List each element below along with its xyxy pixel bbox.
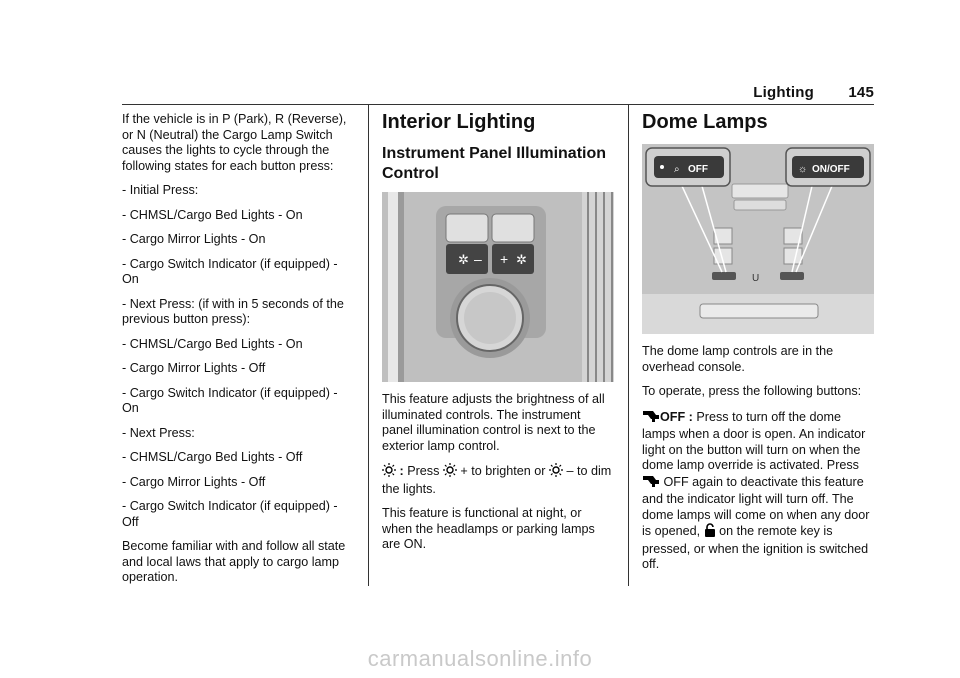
paragraph-brightness: : Press + to brighten or – to dim the li…: [382, 463, 614, 497]
right-button-label: ON/OFF: [812, 164, 850, 175]
paragraph-cargo-5: - Next Press: (if with in 5 seconds of t…: [122, 296, 344, 327]
column-1: If the vehicle is in P (Park), R (Revers…: [122, 112, 356, 595]
svg-text:⌕: ⌕: [674, 164, 680, 175]
paragraph-cargo-9: - Next Press:: [122, 425, 195, 440]
paragraph-functional: This feature is functional at night, or …: [382, 506, 595, 551]
page-header: Lighting 145: [753, 84, 874, 101]
paragraph-dome-off: OFF : Press to turn off the dome lamps w…: [642, 409, 874, 573]
left-button-label: OFF: [688, 164, 708, 175]
column-divider-1: [368, 104, 369, 586]
subheading-instrument-panel: Instrument Panel Illumination Control: [382, 145, 607, 182]
paragraph-cargo-3: - Cargo Mirror Lights - On: [122, 232, 266, 246]
unlock-icon: [704, 523, 716, 542]
off-label: OFF :: [660, 409, 697, 424]
paragraph-cargo-6: - CHMSL/Cargo Bed Lights - On: [122, 336, 303, 351]
text-dim: – to dim the lights.: [382, 464, 612, 496]
paragraph-feature: This feature adjusts the brightness of a…: [382, 392, 605, 453]
column-3: Dome Lamps U ⌕ OFF ☼ ON/OFF The dome lam…: [642, 110, 874, 582]
minus-label: –: [474, 251, 482, 267]
svg-text:✲: ✲: [458, 252, 469, 267]
text-brighten: + to brighten or: [456, 464, 549, 478]
dimmer-icon: [442, 463, 457, 482]
svg-text:✲: ✲: [516, 252, 527, 267]
instrument-panel-control-figure: ✲ – + ✲: [382, 192, 614, 382]
section-heading-interior-lighting: Interior Lighting: [382, 111, 536, 133]
section-heading-dome-lamps: Dome Lamps: [642, 111, 768, 133]
dome-lamp-off-icon: [642, 474, 660, 493]
paragraph-cargo-4: - Cargo Switch Indicator (if equipped) -…: [122, 256, 338, 287]
paragraph-cargo-10: - CHMSL/Cargo Bed Lights - Off: [122, 450, 303, 464]
dome-lamp-console-figure: U ⌕ OFF ☼ ON/OFF: [642, 144, 874, 334]
page-number: 145: [848, 84, 874, 101]
column-divider-2: [628, 104, 629, 586]
column-2: Interior Lighting Instrument Panel Illum…: [382, 110, 614, 562]
paragraph-cargo-13: Become familiar with and follow all stat…: [122, 539, 346, 584]
section-title: Lighting: [753, 84, 814, 101]
text-press: Press: [407, 464, 443, 478]
colon-separator: :: [396, 464, 408, 478]
plus-label: +: [500, 251, 508, 267]
svg-text:U: U: [752, 273, 759, 284]
paragraph-cargo-0: If the vehicle is in P (Park), R (Revers…: [122, 112, 347, 173]
paragraph-cargo-7: - Cargo Mirror Lights - Off: [122, 361, 266, 375]
paragraph-dome-location: The dome lamp controls are in the overhe…: [642, 344, 834, 374]
header-rule: [122, 104, 874, 105]
paragraph-cargo-11: - Cargo Mirror Lights - Off: [122, 474, 266, 489]
watermark: carmanualsonline.info: [367, 646, 593, 671]
text-dome-off-a: Press to turn off the dome lamps when a …: [642, 409, 866, 473]
paragraph-cargo-2: - CHMSL/Cargo Bed Lights - On: [122, 207, 303, 222]
svg-text:☼: ☼: [798, 164, 807, 175]
paragraph-cargo-1: - Initial Press:: [122, 183, 199, 197]
dimmer-icon: [548, 463, 563, 482]
dimmer-icon: [382, 463, 396, 482]
paragraph-operate: To operate, press the following buttons:: [642, 384, 862, 398]
paragraph-cargo-8: - Cargo Switch Indicator (if equipped) -…: [122, 385, 338, 416]
text-dome-off-b: OFF again to deactivate this feature and…: [642, 474, 870, 539]
dome-lamp-off-icon: [642, 409, 660, 428]
paragraph-cargo-12: - Cargo Switch Indicator (if equipped) -…: [122, 499, 338, 529]
text-dome-off-c: on the remote key is pressed, or when th…: [642, 524, 869, 571]
